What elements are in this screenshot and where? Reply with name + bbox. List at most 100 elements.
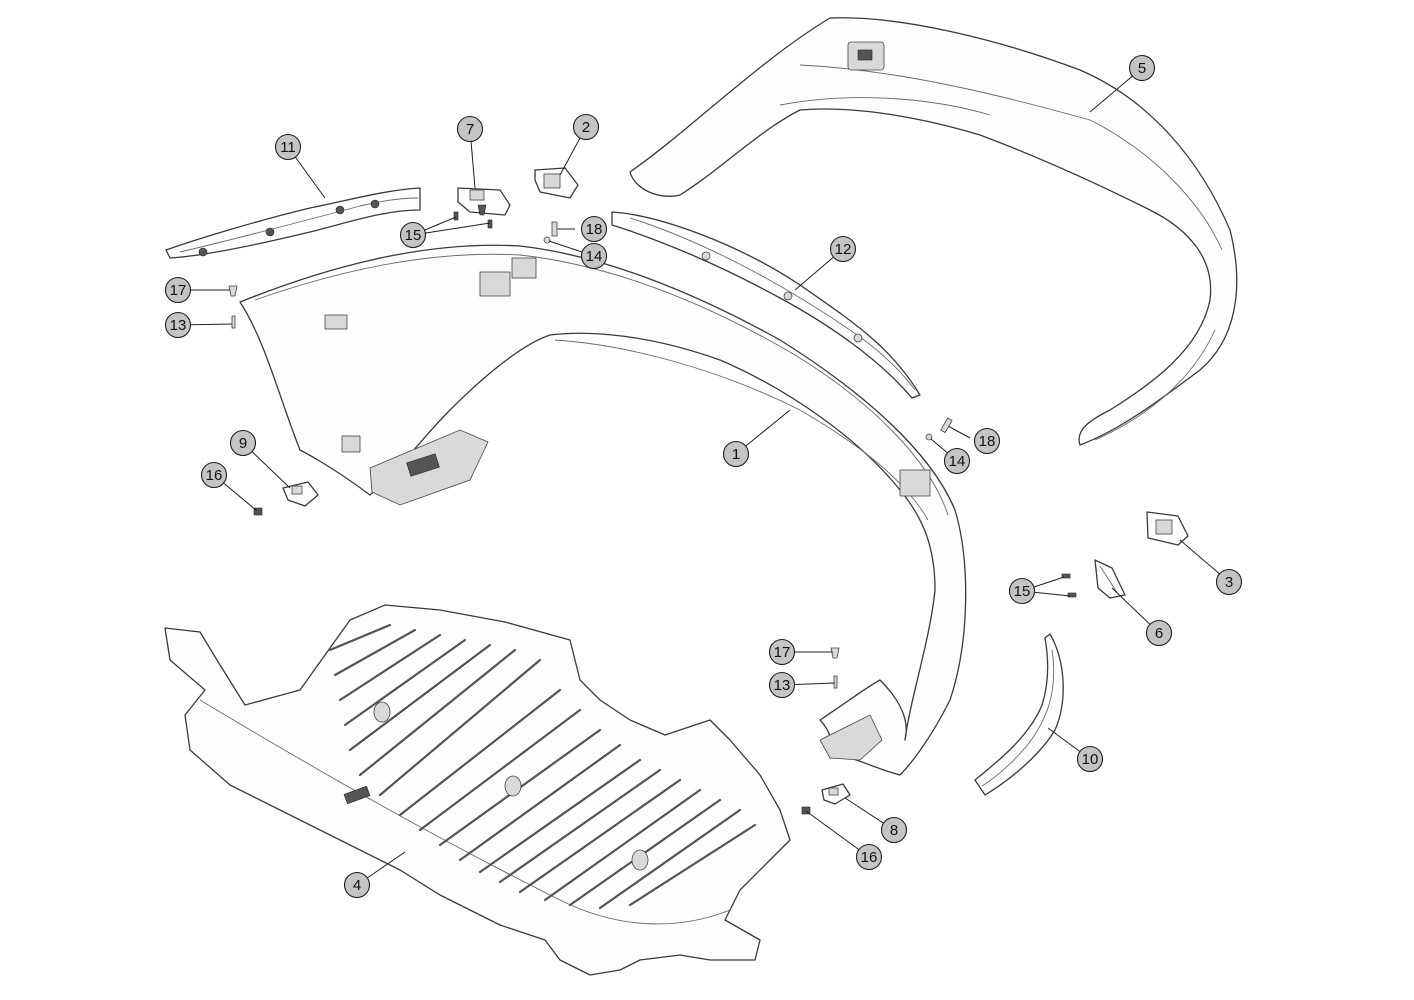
part-7-bracket [457, 187, 511, 216]
callout-number: 13 [774, 677, 791, 694]
part-1-main-bumper-cover [239, 244, 967, 776]
part-2-clip [534, 167, 579, 199]
callout-circle [580, 242, 608, 270]
callout-number: 17 [170, 282, 187, 299]
callout-circle [855, 843, 883, 871]
part-8-bracket [821, 783, 851, 805]
callout-circle [722, 440, 750, 468]
callout-16: 16 [855, 843, 883, 871]
callout-7: 7 [456, 115, 484, 143]
callout-number: 9 [239, 435, 247, 452]
callout-circle [880, 816, 908, 844]
washer-14-lower [925, 433, 933, 441]
part-5-upper-bumper-cover [629, 17, 1238, 446]
callout-16: 16 [200, 461, 228, 489]
callout-circle [1076, 745, 1104, 773]
callout-circle [1128, 54, 1156, 82]
part-11-left-bracket [165, 187, 421, 259]
callout-circle [580, 215, 608, 243]
callout-circle [973, 427, 1001, 455]
callout-circle [274, 133, 302, 161]
callout-number: 15 [405, 227, 422, 244]
callout-number: 12 [835, 241, 852, 258]
callout-circle [164, 276, 192, 304]
callout-number: 6 [1155, 625, 1163, 642]
rivet-13-upper [231, 315, 236, 329]
callout-17: 17 [768, 638, 796, 666]
clip-17-lower [830, 647, 840, 659]
callout-10: 10 [1076, 745, 1104, 773]
callout-number: 18 [586, 221, 603, 238]
callout-13: 13 [164, 311, 192, 339]
callout-number: 7 [466, 121, 474, 138]
callout-18: 18 [973, 427, 1001, 455]
fasteners [228, 211, 1077, 815]
screw-15-upper [453, 211, 493, 229]
callout-number: 16 [861, 849, 878, 866]
callout-17: 17 [164, 276, 192, 304]
callout-circle [200, 461, 228, 489]
callout-circle [164, 311, 192, 339]
callout-number: 10 [1082, 751, 1099, 768]
callout-circle [1215, 568, 1243, 596]
pin-18-lower [940, 417, 971, 439]
callout-number: 14 [949, 453, 966, 470]
callout-4: 4 [343, 871, 371, 899]
callout-circle [768, 671, 796, 699]
callout-number: 13 [170, 317, 187, 334]
callout-number: 17 [774, 644, 791, 661]
callout-circle [399, 221, 427, 249]
washer-14-upper [543, 236, 551, 244]
callout-8: 8 [880, 816, 908, 844]
callout-number: 8 [890, 822, 898, 839]
callout-9: 9 [229, 429, 257, 457]
callout-18: 18 [580, 215, 608, 243]
callout-15: 15 [1008, 577, 1036, 605]
screw-15-lower [1061, 573, 1077, 598]
nut-16-lower [801, 806, 811, 815]
callout-3: 3 [1215, 568, 1243, 596]
callout-number: 4 [353, 877, 361, 894]
rivet-13-lower [833, 675, 838, 689]
callout-1: 1 [722, 440, 750, 468]
callout-number: 5 [1138, 60, 1146, 77]
part-3-clip [1146, 511, 1189, 546]
part-12-reinforcement [611, 211, 921, 399]
pin-18-upper [551, 221, 575, 237]
part-10-right-bracket [974, 633, 1064, 796]
callout-14: 14 [580, 242, 608, 270]
part-6-bracket [1094, 559, 1126, 599]
callout-number: 15 [1014, 583, 1031, 600]
nut-16-upper [253, 507, 263, 516]
callout-14: 14 [943, 447, 971, 475]
callout-circle [1008, 577, 1036, 605]
callout-number: 3 [1225, 574, 1233, 591]
callout-circle [572, 113, 600, 141]
callout-number: 2 [582, 119, 590, 136]
callout-number: 18 [979, 433, 996, 450]
part-9-bracket [282, 481, 319, 507]
callout-6: 6 [1145, 619, 1173, 647]
callout-2: 2 [572, 113, 600, 141]
callout-number: 1 [732, 446, 740, 463]
callout-circle [829, 235, 857, 263]
callout-circle [456, 115, 484, 143]
callout-5: 5 [1128, 54, 1156, 82]
callout-11: 11 [274, 133, 302, 161]
callout-circle [943, 447, 971, 475]
callout-circle [343, 871, 371, 899]
part-4-undertray [164, 604, 791, 976]
callout-circle [1145, 619, 1173, 647]
clip-17-upper [228, 285, 238, 297]
callout-13: 13 [768, 671, 796, 699]
callout-circle [768, 638, 796, 666]
callout-15: 15 [399, 221, 427, 249]
barcode-label [406, 453, 440, 477]
callout-number: 16 [206, 467, 223, 484]
callout-12: 12 [829, 235, 857, 263]
callout-number: 11 [280, 139, 296, 156]
callout-number: 14 [586, 248, 603, 265]
callout-circle [229, 429, 257, 457]
